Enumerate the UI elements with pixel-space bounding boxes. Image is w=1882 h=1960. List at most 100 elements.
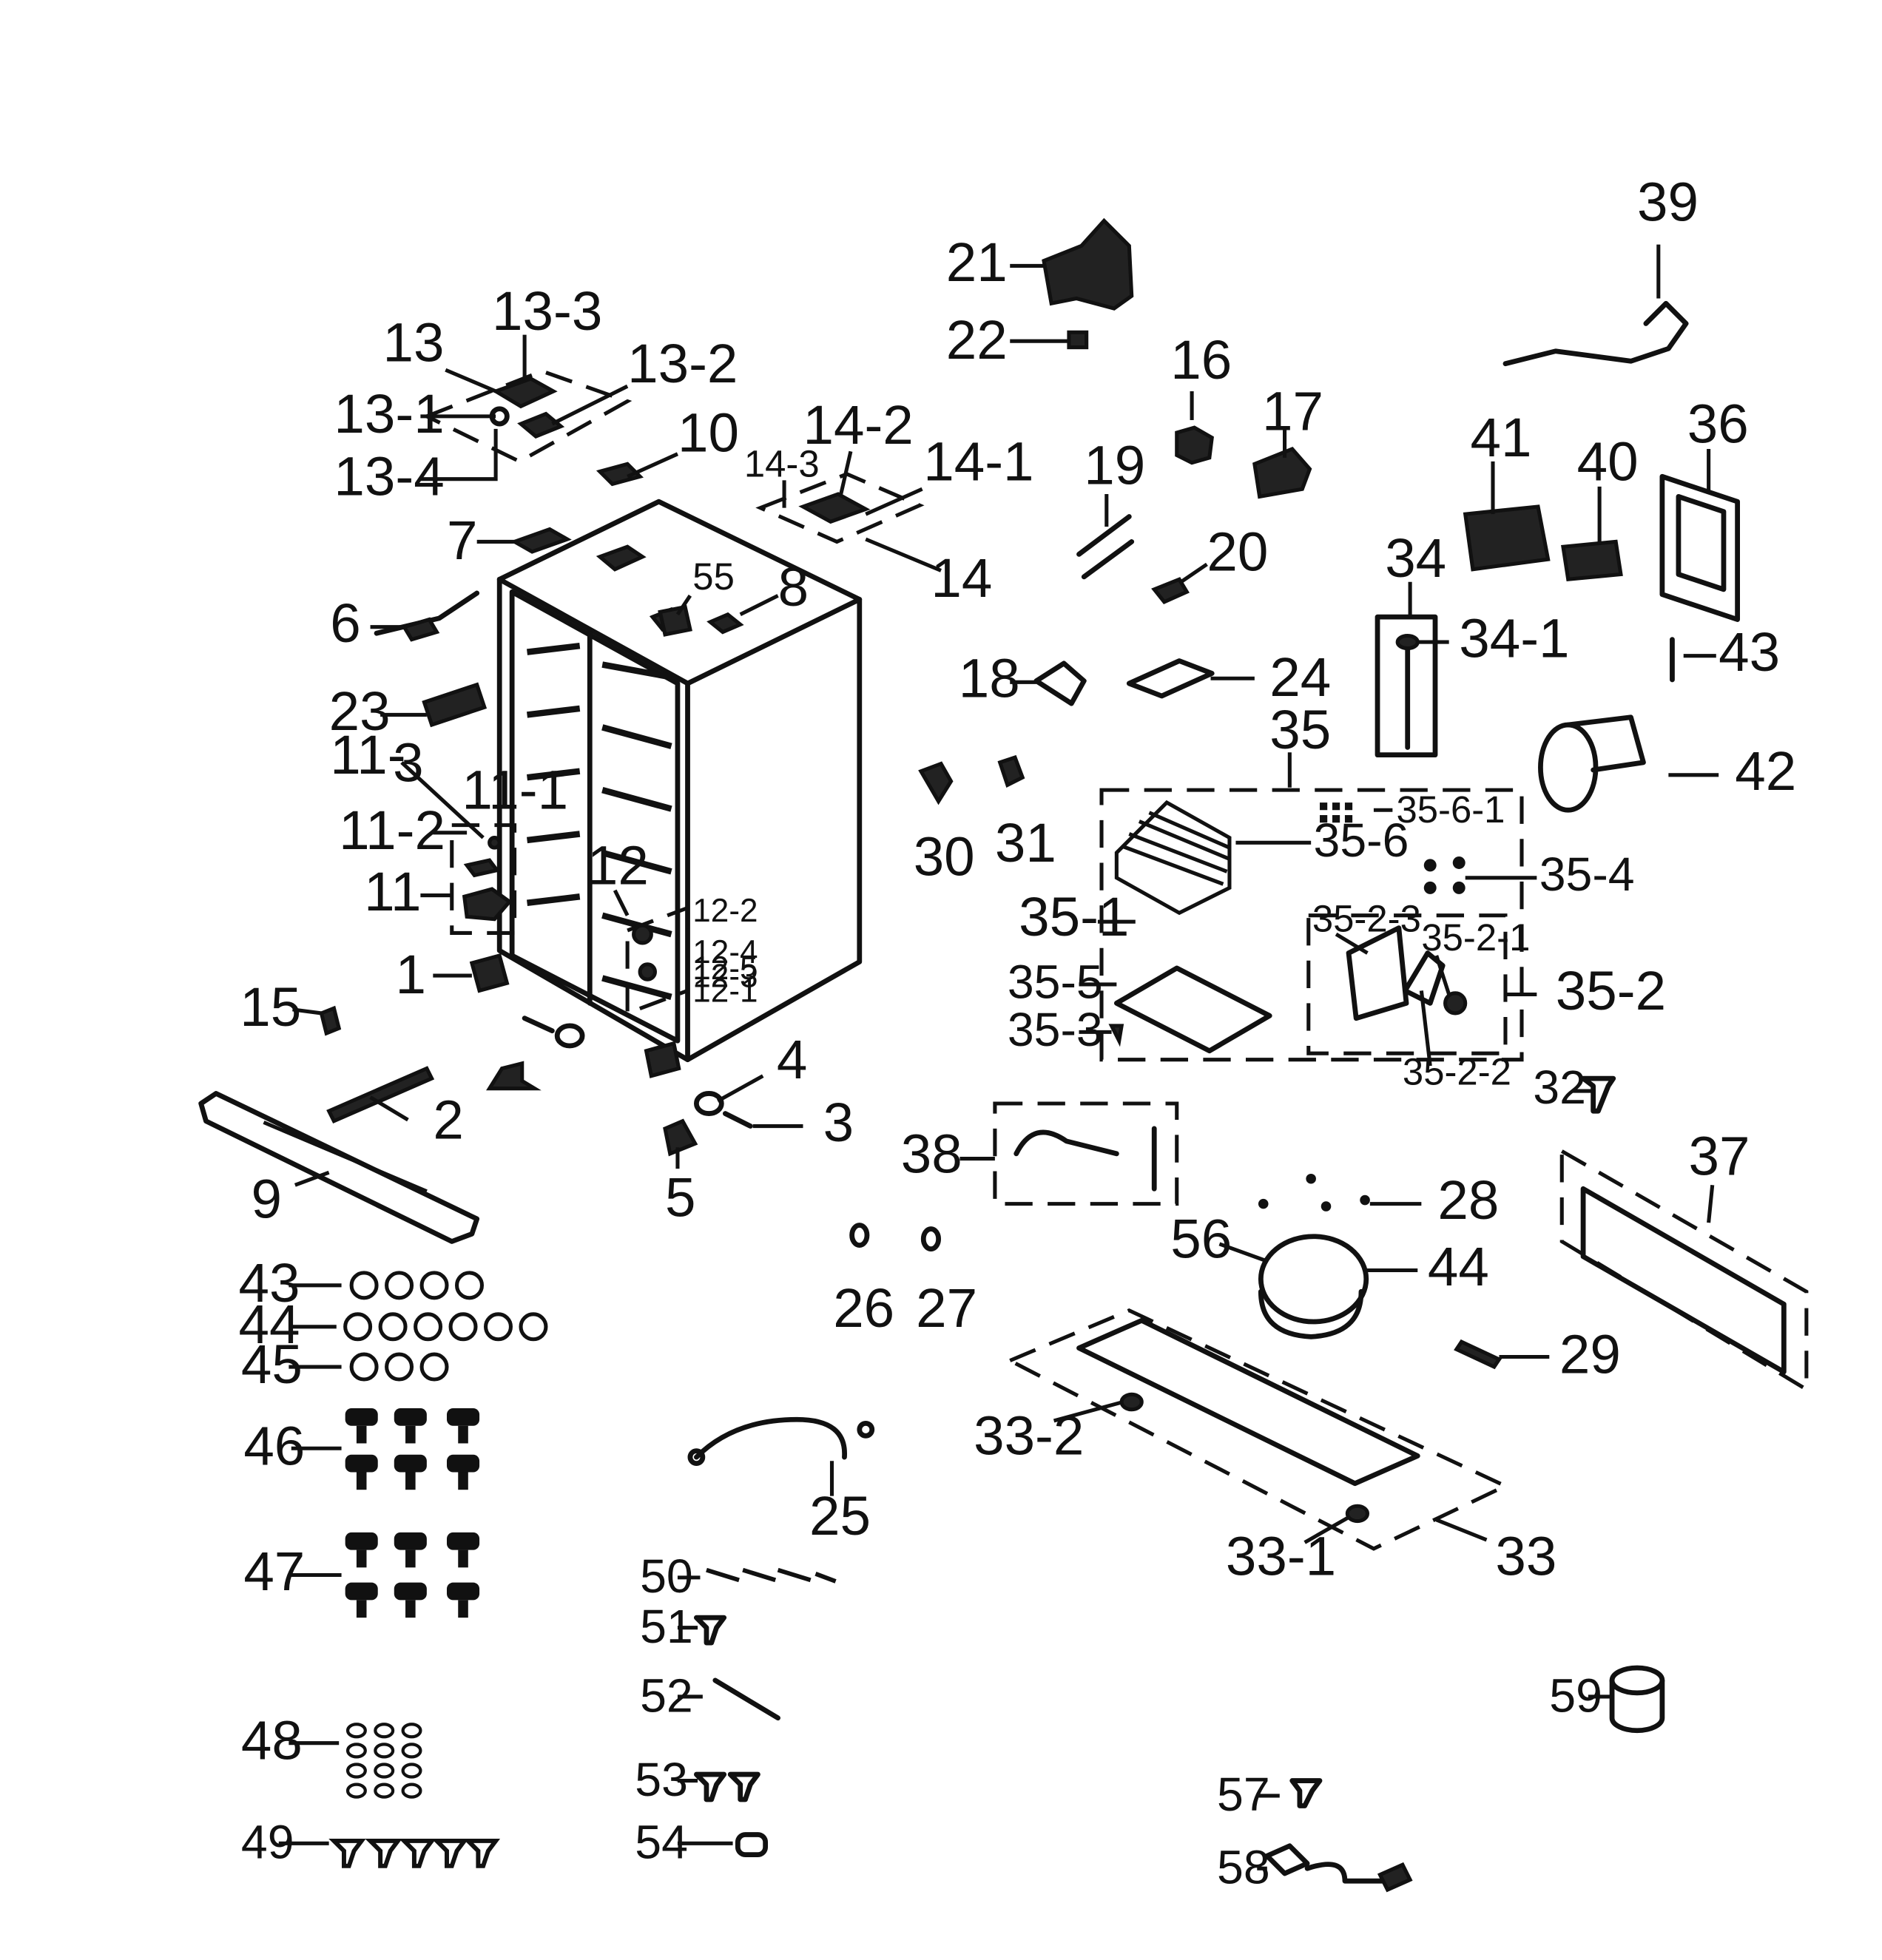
part-12-outline (625, 905, 690, 1016)
part-12-2-shape (632, 923, 653, 945)
label-40: 40 (1577, 430, 1639, 492)
label-16: 16 (1170, 328, 1232, 391)
label-34-1: 34-1 (1459, 606, 1569, 669)
part-28-shape (1258, 1173, 1370, 1212)
part-58-plug (1377, 1862, 1413, 1893)
part-35-2-1-shape (1443, 991, 1468, 1016)
label-3: 3 (823, 1091, 854, 1153)
part-58-shape (1264, 1843, 1398, 1884)
part-1-shape (469, 953, 510, 993)
label-21: 21 (946, 231, 1008, 293)
label-1: 1 (395, 943, 426, 1005)
part-39-shape (1502, 300, 1689, 367)
label-18: 18 (959, 647, 1020, 709)
part-35-5-shape (1113, 965, 1272, 1054)
label-50: 50 (640, 1550, 693, 1603)
label-48: 48 (241, 1709, 303, 1771)
label-22: 22 (946, 308, 1008, 371)
label-9: 9 (251, 1167, 282, 1229)
label-13-4: 13-4 (334, 445, 444, 507)
label-20: 20 (1207, 520, 1268, 582)
part-53-shape (693, 1771, 760, 1802)
label-25: 25 (809, 1484, 871, 1547)
part-25-end-right (857, 1420, 875, 1439)
label-11-2: 11-2 (339, 799, 445, 861)
label-7: 7 (447, 509, 478, 571)
label-46: 46 (243, 1414, 305, 1476)
label-58: 58 (1217, 1841, 1270, 1894)
label-4: 4 (777, 1028, 808, 1090)
label-13-2: 13-2 (627, 332, 738, 394)
label-14: 14 (931, 547, 992, 609)
label-15: 15 (240, 976, 301, 1038)
part-36-inner (1676, 494, 1727, 592)
part-11-shape (462, 887, 513, 922)
part-36-shape (1659, 473, 1741, 622)
part-37-outline (1559, 1148, 1809, 1393)
part-3-shape (722, 1111, 753, 1129)
part-18-shape (1033, 660, 1087, 706)
part-11-2-shape (463, 858, 501, 878)
part-31-shape (997, 754, 1025, 788)
part-54-shape (735, 1832, 769, 1857)
part-38-shape (1013, 1126, 1157, 1192)
part-34-1-shape (1395, 634, 1420, 651)
label-53: 53 (635, 1753, 688, 1806)
part-52-shape (712, 1677, 780, 1721)
part-26-shape (849, 1223, 870, 1248)
part-2-shape (326, 1066, 435, 1124)
label-32: 32 (1533, 1061, 1586, 1114)
part-5-shape (663, 1118, 698, 1157)
label-35-3: 35-3 (1008, 1003, 1103, 1056)
label-42: 42 (1735, 740, 1796, 802)
label-45: 45 (241, 1333, 303, 1395)
label-51: 51 (640, 1600, 693, 1653)
part-7-shape (510, 527, 572, 554)
part-14-2-shape (798, 492, 871, 524)
label-57: 57 (1217, 1768, 1270, 1821)
part-35-2-outline (1306, 913, 1508, 1055)
part-22-shape (1067, 330, 1089, 350)
label-31: 31 (995, 811, 1056, 873)
label-11-3b: 3 (393, 731, 424, 793)
label-33: 33 (1495, 1524, 1556, 1586)
label-41: 41 (1470, 406, 1531, 468)
label-35: 35 (1269, 698, 1331, 760)
label-43-right: 43 (1719, 621, 1780, 683)
part-59-body (1609, 1677, 1665, 1734)
label-43-left: 43 (239, 1251, 300, 1314)
label-6: 6 (330, 592, 361, 654)
label-35-2: 35-2 (1556, 959, 1666, 1021)
part-35-outline (1099, 788, 1524, 1062)
label-56: 56 (1170, 1208, 1232, 1270)
label-5: 5 (665, 1166, 696, 1229)
part-42-shape (1538, 722, 1599, 813)
label-54: 54 (635, 1816, 688, 1869)
part-25-end-left (687, 1448, 706, 1466)
part-29-shape (1454, 1339, 1502, 1370)
label-38: 38 (901, 1122, 962, 1184)
part-35-4-shape (1423, 856, 1466, 894)
leader-lines (278, 244, 1719, 1871)
part-56-base (1258, 1288, 1364, 1339)
label-33-2: 33-2 (974, 1405, 1084, 1467)
roller-left (554, 1023, 585, 1049)
label-14-1: 14-1 (923, 430, 1033, 492)
label-35-5: 35-5 (1008, 956, 1103, 1009)
label-11-3a: 11- (330, 723, 405, 785)
part-6-head (401, 617, 440, 642)
label-35-6-1: 35-6-1 (1396, 788, 1505, 831)
part-20-shape (1151, 577, 1190, 604)
part-9-slot (263, 1121, 428, 1194)
part-33-outline (1005, 1308, 1510, 1551)
label-35-6: 35-6 (1314, 814, 1409, 867)
label-10: 10 (678, 401, 739, 463)
part-27-shape (920, 1226, 941, 1252)
fastener-set (328, 1271, 548, 1868)
label-12-4: 12-4 (692, 934, 758, 970)
part-15-shape (319, 1005, 342, 1036)
label-37: 37 (1688, 1125, 1750, 1187)
part-50-shape (706, 1567, 837, 1584)
label-36: 36 (1687, 392, 1749, 454)
